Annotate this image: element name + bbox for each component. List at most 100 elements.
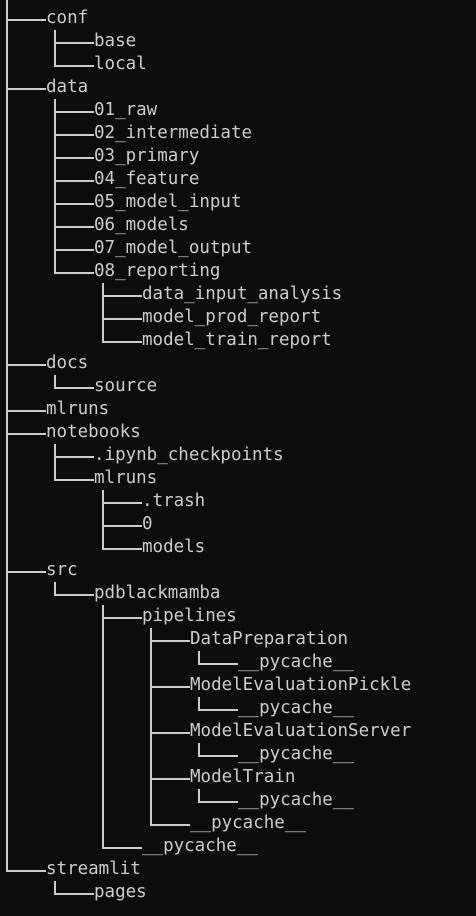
- folder-name[interactable]: 07_model_output: [94, 238, 253, 258]
- folder-name[interactable]: docs: [46, 353, 89, 373]
- tree-branch-connector: [102, 329, 142, 343]
- tree-branch-connector: [102, 513, 142, 527]
- tree-row: 05_model_input: [0, 191, 476, 214]
- tree-branch-connector: [150, 674, 190, 688]
- folder-name[interactable]: source: [94, 376, 158, 396]
- tree-branch-connector: [54, 467, 94, 481]
- tree-branch-connector: [54, 191, 94, 205]
- tree-branch-connector: [54, 168, 94, 182]
- tree-branch-connector: [54, 375, 94, 389]
- folder-name[interactable]: conf: [46, 8, 89, 28]
- tree-branch-connector: [198, 697, 238, 711]
- folder-name[interactable]: mlruns: [94, 468, 158, 488]
- tree-branch-connector: [54, 145, 94, 159]
- folder-name[interactable]: pdblackmamba: [94, 583, 221, 603]
- folder-name[interactable]: model_train_report: [142, 330, 332, 350]
- folder-name[interactable]: .viz: [46, 0, 88, 7]
- folder-name[interactable]: streamlit: [46, 859, 141, 879]
- folder-name[interactable]: data_input_analysis: [142, 284, 343, 304]
- tree-guide-line: [54, 881, 56, 893]
- folder-name[interactable]: __pycache__: [238, 698, 354, 718]
- tree-branch-connector: [102, 490, 142, 504]
- tree-branch-connector: [150, 812, 190, 826]
- folder-name[interactable]: 02_intermediate: [94, 123, 253, 143]
- tree-branch-connector: [198, 743, 238, 757]
- tree-guide-line: [198, 789, 200, 801]
- tree-branch-connector: [102, 283, 142, 297]
- tree-guide-line: [6, 0, 8, 870]
- folder-name[interactable]: 01_raw: [94, 100, 158, 120]
- folder-name[interactable]: src: [46, 560, 78, 580]
- tree-guide-line: [54, 99, 56, 272]
- tree-row: 03_primary: [0, 145, 476, 168]
- tree-guide-line: [54, 444, 56, 479]
- tree-guide-line: [150, 628, 152, 824]
- tree-branch-connector: [102, 306, 142, 320]
- tree-row: .ipynb_checkpoints: [0, 444, 476, 467]
- tree-branch-connector: [54, 30, 94, 44]
- tree-row: docs: [0, 352, 476, 375]
- tree-branch-connector: [6, 7, 46, 21]
- tree-branch-connector: [198, 789, 238, 803]
- folder-name[interactable]: data: [46, 77, 89, 97]
- folder-name[interactable]: .trash: [142, 491, 206, 511]
- tree-branch-connector: [54, 53, 94, 67]
- tree-guide-line: [54, 375, 56, 387]
- folder-name[interactable]: notebooks: [46, 422, 141, 442]
- tree-row: model_train_report: [0, 329, 476, 352]
- tree-branch-connector: [150, 766, 190, 780]
- tree-row: notebooks: [0, 421, 476, 444]
- folder-name[interactable]: 05_model_input: [94, 192, 242, 212]
- folder-name[interactable]: base: [94, 31, 137, 51]
- tree-row: 01_raw: [0, 99, 476, 122]
- tree-row: __pycache__: [0, 743, 476, 766]
- tree-guide-line: [198, 651, 200, 663]
- folder-name[interactable]: 0: [142, 514, 153, 534]
- folder-name[interactable]: models: [142, 537, 206, 557]
- tree-row: __pycache__: [0, 812, 476, 835]
- tree-row: ModelEvaluationServer: [0, 720, 476, 743]
- tree-row: base: [0, 30, 476, 53]
- folder-name[interactable]: model_prod_report: [142, 307, 322, 327]
- tree-branch-connector: [102, 536, 142, 550]
- folder-name[interactable]: local: [94, 54, 147, 74]
- tree-row: 06_models: [0, 214, 476, 237]
- tree-row: mlruns: [0, 398, 476, 421]
- tree-row: models: [0, 536, 476, 559]
- folder-name[interactable]: __pycache__: [190, 813, 306, 833]
- tree-branch-connector: [54, 582, 94, 596]
- folder-name[interactable]: __pycache__: [142, 836, 258, 856]
- folder-name[interactable]: __pycache__: [238, 652, 354, 672]
- tree-row: source: [0, 375, 476, 398]
- folder-name[interactable]: ModelEvaluationPickle: [190, 675, 412, 695]
- tree-branch-connector: [150, 720, 190, 734]
- folder-name[interactable]: 04_feature: [94, 169, 200, 189]
- folder-name[interactable]: ModelTrain: [190, 767, 296, 787]
- folder-name[interactable]: pipelines: [142, 606, 237, 626]
- folder-name[interactable]: ModelEvaluationServer: [190, 721, 412, 741]
- tree-branch-connector: [54, 237, 94, 251]
- folder-name[interactable]: DataPreparation: [190, 629, 349, 649]
- folder-name[interactable]: __pycache__: [238, 744, 354, 764]
- tree-row: 08_reporting: [0, 260, 476, 283]
- tree-row: __pycache__: [0, 651, 476, 674]
- folder-name[interactable]: __pycache__: [238, 790, 354, 810]
- tree-branch-connector: [54, 881, 94, 895]
- folder-name[interactable]: .ipynb_checkpoints: [94, 445, 284, 465]
- tree-row: pdblackmamba: [0, 582, 476, 605]
- folder-name[interactable]: 06_models: [94, 215, 189, 235]
- tree-branch-connector: [150, 628, 190, 642]
- folder-name[interactable]: 08_reporting: [94, 261, 221, 281]
- tree-row: ModelTrain: [0, 766, 476, 789]
- folder-name[interactable]: mlruns: [46, 399, 110, 419]
- tree-row: 0: [0, 513, 476, 536]
- tree-guide-line: [198, 697, 200, 709]
- tree-row: __pycache__: [0, 789, 476, 812]
- folder-name[interactable]: pages: [94, 882, 147, 902]
- tree-guide-line: [102, 605, 104, 847]
- tree-row: data_input_analysis: [0, 283, 476, 306]
- tree-branch-connector: [6, 76, 46, 90]
- folder-name[interactable]: 03_primary: [94, 146, 200, 166]
- tree-guide-line: [102, 283, 104, 341]
- tree-row: model_prod_report: [0, 306, 476, 329]
